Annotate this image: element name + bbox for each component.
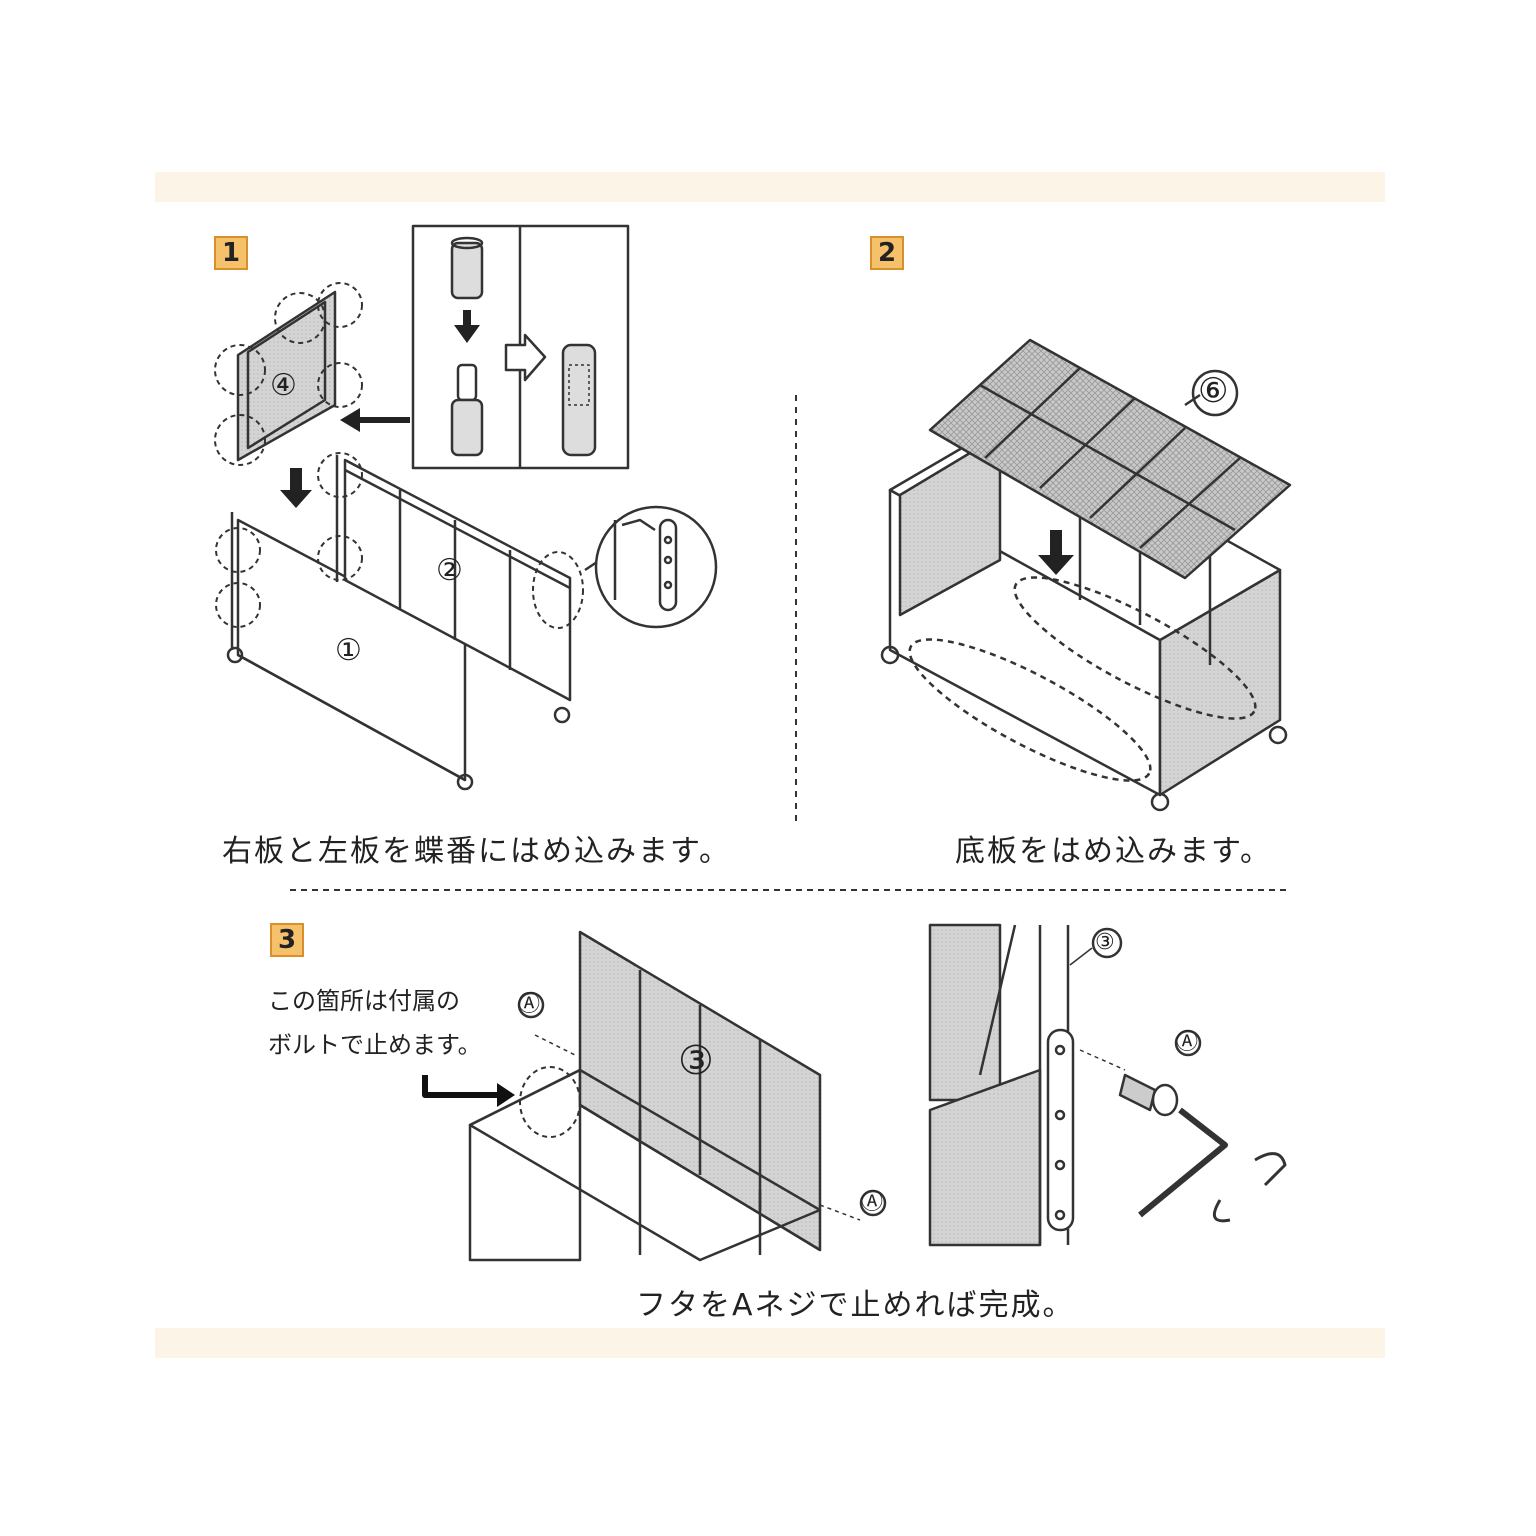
part-label-1: ①: [335, 633, 362, 668]
part-label-6: ⑥: [1198, 371, 1229, 411]
part-label-3-detail: ③: [1095, 930, 1115, 955]
bolt-note-line-2: ボルトで止めます。: [268, 1031, 482, 1059]
bottom-band: [155, 1328, 1385, 1358]
step2-drawing: [880, 338, 1292, 812]
part-label-2: ②: [436, 553, 463, 588]
bolt-note-line-1: この箇所は付属の: [268, 987, 460, 1015]
step-3-badge: 3: [270, 923, 304, 957]
screw-label-a: Ⓐ: [1176, 1030, 1199, 1055]
step1-drawing: [214, 224, 718, 791]
step-3-caption: フタをAネジで止めれば完成。: [636, 1288, 1075, 1323]
screw-label-a: Ⓐ: [518, 992, 541, 1017]
part-label-4: ④: [270, 368, 297, 403]
step-2-caption: 底板をはめ込みます。: [955, 834, 1272, 869]
part-label-3-lid: ③: [678, 1038, 714, 1084]
step-2-badge: 2: [870, 236, 904, 270]
step3-drawing: [422, 923, 1287, 1262]
step-1-badge: 1: [214, 236, 248, 270]
step-1-caption: 右板と左板を蝶番にはめ込みます。: [222, 834, 731, 869]
screw-label-a: Ⓐ: [861, 1190, 884, 1215]
top-band: [155, 172, 1385, 202]
